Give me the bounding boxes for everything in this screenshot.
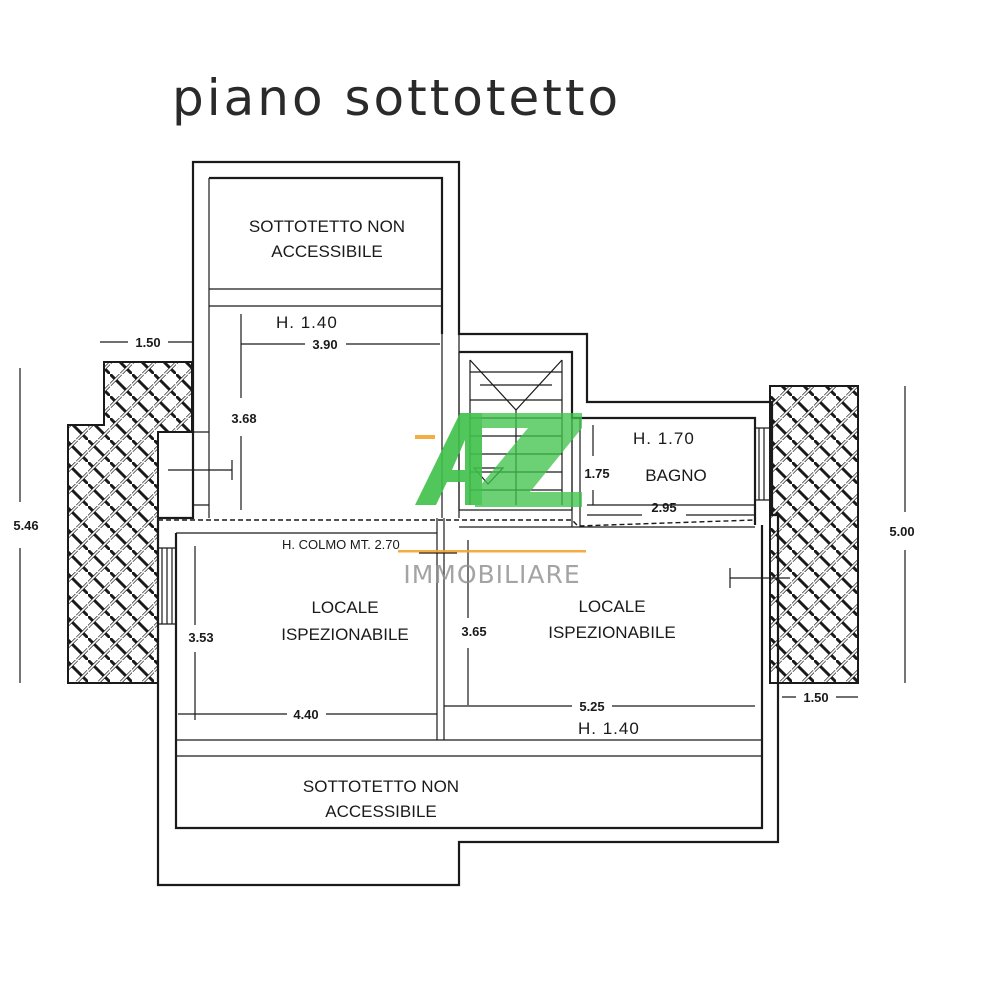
- top-attic-label-2: ACCESSIBILE: [271, 242, 383, 261]
- bathroom-label: BAGNO: [645, 466, 706, 485]
- watermark-logo: IMMOBILIARE: [398, 413, 586, 589]
- dim-bathroom-width: 2.95: [651, 500, 676, 515]
- ridge-height: H. COLMO MT. 2.70: [282, 537, 400, 552]
- watermark-text: IMMOBILIARE: [403, 560, 580, 589]
- right-terrace: [769, 385, 859, 684]
- outer-walls: [156, 160, 790, 887]
- dim-right-overall: 5.00: [889, 524, 914, 539]
- bathroom-height: H. 1.70: [633, 429, 695, 448]
- bottom-attic-label-1: SOTTOTETTO NON: [303, 777, 459, 796]
- left-terrace: [67, 361, 193, 684]
- dim-left-terrace-width: 1.50: [135, 335, 160, 350]
- dim-left-room-depth: 3.53: [188, 630, 213, 645]
- dim-left-overall: 5.46: [13, 518, 38, 533]
- dim-right-room-width: 5.25: [579, 699, 604, 714]
- left-room-label-1: LOCALE: [311, 598, 378, 617]
- right-room-label-2: ISPEZIONABILE: [548, 623, 676, 642]
- left-room-label-2: ISPEZIONABILE: [281, 625, 409, 644]
- dim-left-room-width: 4.40: [293, 707, 318, 722]
- dim-top-room-width: 3.90: [312, 337, 337, 352]
- dimension-lines: [19, 314, 906, 720]
- dim-top-room-depth: 3.68: [231, 411, 256, 426]
- bottom-attic-label-2: ACCESSIBILE: [325, 802, 437, 821]
- dim-right-room-depth: 3.65: [461, 624, 486, 639]
- top-room-height: H. 1.40: [276, 313, 338, 332]
- dim-right-terrace-width: 1.50: [803, 690, 828, 705]
- bottom-right-height: H. 1.40: [578, 719, 640, 738]
- plan-title: piano sottotetto: [172, 69, 621, 127]
- right-room-label-1: LOCALE: [578, 597, 645, 616]
- top-attic-label-1: SOTTOTETTO NON: [249, 217, 405, 236]
- dim-bathroom-depth: 1.75: [584, 466, 609, 481]
